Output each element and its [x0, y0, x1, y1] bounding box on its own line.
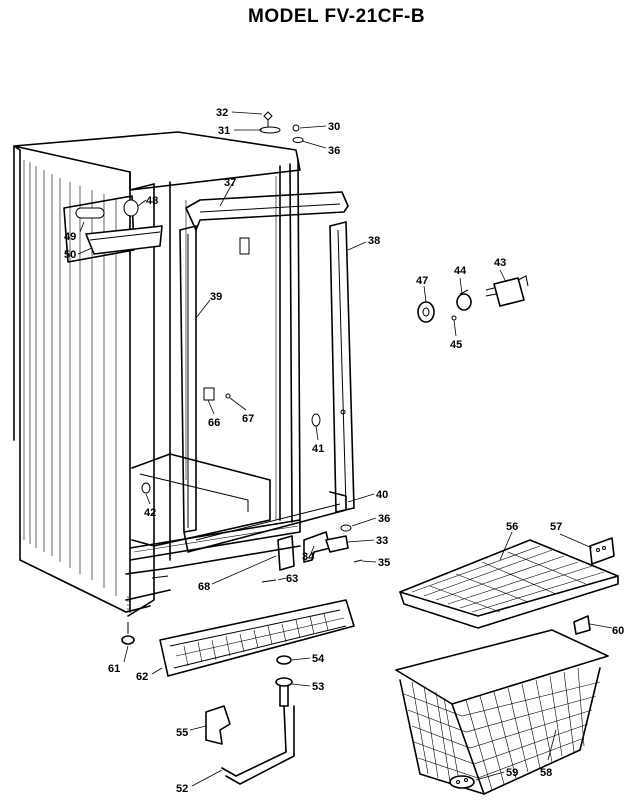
side-panel-shading [23, 160, 117, 596]
label-60: 60 [612, 625, 624, 637]
leader-lines [77, 111, 613, 787]
label-36: 36 [328, 145, 340, 157]
label-61: 61 [108, 663, 120, 675]
shelf-bracket [589, 537, 615, 565]
label-36-lower: 36 [378, 513, 390, 525]
front-grille [159, 599, 355, 677]
wire-basket [395, 629, 609, 795]
label-68: 68 [198, 581, 210, 593]
label-67: 67 [242, 413, 254, 425]
label-66: 66 [208, 417, 220, 429]
door-strip [329, 221, 355, 513]
thermostat-assembly [417, 275, 529, 323]
label-31: 31 [218, 125, 230, 137]
label-56: 56 [506, 521, 518, 533]
label-58: 58 [540, 767, 552, 779]
label-43: 43 [494, 257, 506, 269]
leveling-leg [121, 622, 135, 645]
wire-shelf [399, 539, 619, 629]
label-57: 57 [550, 521, 562, 533]
label-42: 42 [144, 507, 156, 519]
label-52: 52 [176, 783, 188, 795]
label-45: 45 [450, 339, 462, 351]
label-32: 32 [216, 107, 228, 119]
label-48: 48 [146, 195, 158, 207]
label-41: 41 [312, 443, 324, 455]
label-49: 49 [64, 231, 76, 243]
label-38: 38 [368, 235, 380, 247]
label-39: 39 [210, 291, 222, 303]
label-30: 30 [328, 121, 340, 133]
label-54: 54 [312, 653, 325, 665]
label-53: 53 [312, 681, 324, 693]
label-62: 62 [136, 671, 148, 683]
door-shelf [63, 195, 163, 263]
wall-hardware [141, 387, 321, 494]
label-37: 37 [224, 177, 236, 189]
label-50: 50 [64, 249, 76, 261]
label-35: 35 [378, 557, 390, 569]
drain-assembly [205, 655, 295, 785]
label-59: 59 [506, 767, 518, 779]
label-34: 34 [302, 551, 315, 563]
label-33: 33 [376, 535, 388, 547]
diagram-title: MODEL FV-21CF-B [248, 6, 425, 27]
part-labels: 32 31 30 36 37 48 49 50 38 39 43 47 44 4… [64, 107, 624, 795]
drain-cap [449, 775, 475, 789]
top-hardware [259, 111, 304, 143]
label-47: 47 [416, 275, 428, 287]
freezer-cabinet [13, 131, 301, 617]
label-44: 44 [454, 265, 467, 277]
liner-frame [179, 191, 349, 553]
hinge-assembly [151, 524, 363, 583]
label-55: 55 [176, 727, 188, 739]
label-63: 63 [286, 573, 298, 585]
basket-clip [573, 615, 591, 635]
label-40: 40 [376, 489, 388, 501]
